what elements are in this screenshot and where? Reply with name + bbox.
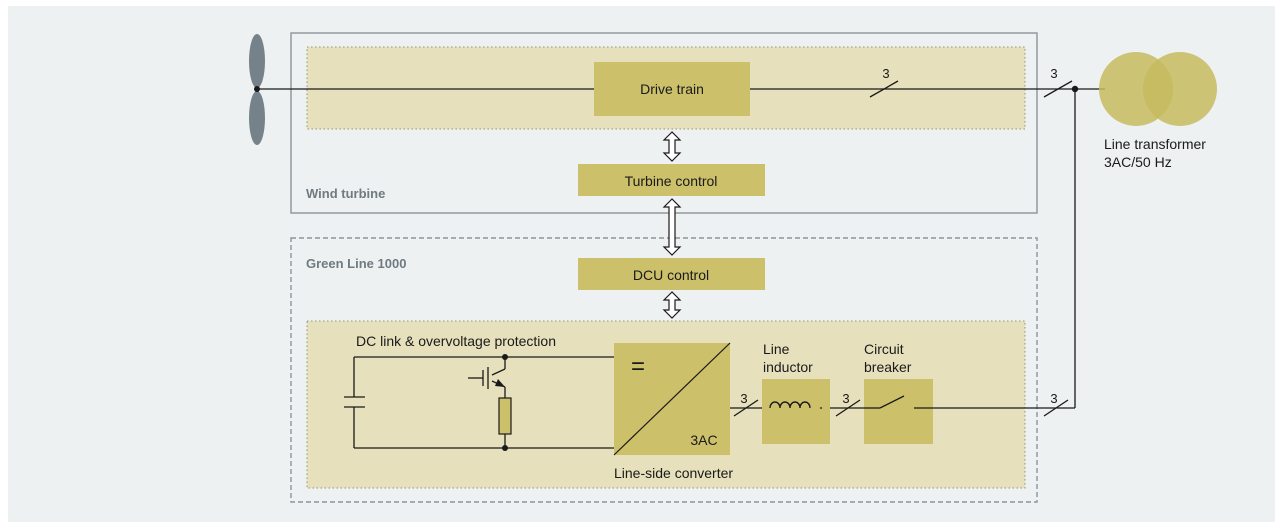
transformer-coil-right	[1143, 52, 1217, 126]
phase-count-2: 3	[1050, 66, 1057, 81]
inductor-line-mask	[768, 406, 820, 410]
arrow-drive-turbine	[662, 131, 682, 162]
transformer-label-2: 3AC/50 Hz	[1104, 154, 1172, 170]
dcu-control-label: DCU control	[633, 267, 709, 283]
rotor-blade-bottom	[249, 91, 265, 145]
wind-turbine-frame	[290, 32, 1038, 214]
drive-train-label: Drive train	[640, 81, 704, 97]
phase-slash-5	[1043, 399, 1069, 417]
phase-slash-1	[869, 80, 899, 98]
phase-slash-2	[1043, 80, 1073, 98]
node-top	[502, 354, 508, 360]
phase-count-5: 3	[1050, 391, 1057, 406]
rotor-blade-top	[249, 34, 265, 88]
arrow-dcu-converter	[662, 291, 682, 319]
converter-ac-label: 3AC	[690, 432, 717, 448]
transformer-label-1: Line transformer	[1104, 136, 1206, 152]
node-bottom	[502, 445, 508, 451]
drive-train-block	[594, 62, 750, 116]
dc-link-label: DC link & overvoltage protection	[356, 333, 556, 349]
turbine-control-label: Turbine control	[625, 173, 718, 189]
breaker-switch-blade	[879, 395, 905, 409]
wind-turbine-label: Wind turbine	[306, 186, 385, 201]
brake-resistor	[498, 397, 512, 435]
inductor-coil-front	[769, 401, 811, 409]
circuit-breaker-label-2: breaker	[864, 359, 912, 375]
line-inductor-label-2: inductor	[763, 359, 813, 375]
converter-dc-symbol: =	[631, 353, 645, 380]
dc-link-circuit	[344, 356, 614, 449]
turbine-control-block	[578, 164, 765, 196]
line-inductor-label-1: Line	[763, 341, 790, 357]
phase-slash-4	[835, 399, 861, 417]
circuit-breaker-label-1: Circuit	[864, 341, 904, 357]
phase-count-3: 3	[740, 391, 747, 406]
phase-count-4: 3	[842, 391, 849, 406]
igbt-emitter-arrow	[495, 379, 505, 387]
green-line-frame	[290, 237, 1038, 503]
breaker-line-mask	[880, 406, 914, 410]
line-side-converter-label: Line-side converter	[614, 465, 733, 481]
dcu-control-block	[578, 258, 765, 290]
green-line-label: Green Line 1000	[306, 256, 406, 271]
line-inductor-label: Line inductor	[763, 341, 813, 375]
circuit-breaker-label: Circuit breaker	[864, 341, 912, 375]
converter-diagonal	[613, 342, 731, 456]
circuit-breaker-block	[864, 379, 933, 444]
phase-slash-3	[733, 399, 759, 417]
phase-count-1: 3	[882, 66, 889, 81]
line-inductor-block	[762, 379, 830, 444]
arrow-turbine-dcu	[662, 198, 682, 256]
